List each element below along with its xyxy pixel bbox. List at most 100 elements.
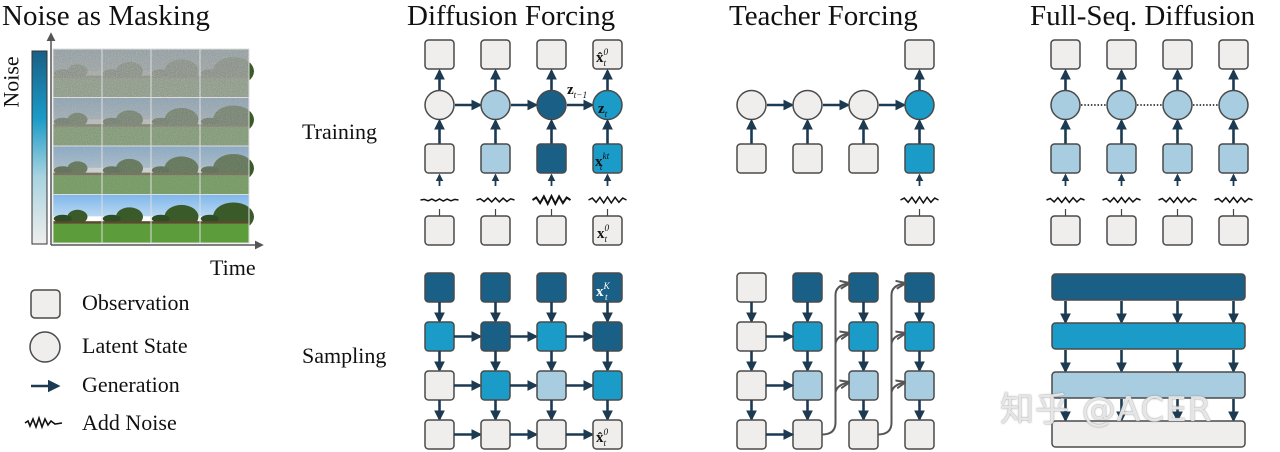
frame-thumbnail [150,97,201,147]
noisy-observation-box [1106,143,1137,174]
frame-noise-texture [102,49,151,98]
sampling-token-box [424,321,455,352]
clean-observation-box [1218,215,1249,246]
frame-thumbnail [101,194,152,244]
latent-state-circle [1106,89,1137,121]
observation-box [792,143,823,174]
clean-observation-box [904,215,935,246]
frame-noise-texture [102,97,151,146]
sampling-token-box [848,419,879,450]
legend-label-generation: Generation [82,372,180,397]
add-noise-zigzag-icon [900,195,939,205]
row-label-training: Training [302,119,377,144]
frame-thumbnail [199,97,254,147]
output-observation-box [1218,39,1249,70]
frame-thumbnail [101,97,152,147]
legend-label-latent-state: Latent State [82,333,188,358]
full-sequence-bar [1051,322,1246,350]
label-z-t-minus-1: zt−1 [567,82,587,101]
frame-grass [151,223,200,243]
sampling-token-box [736,321,767,352]
panel-title-full-seq-diffusion: Full-Seq. Diffusion [1030,0,1256,32]
latent-state-circle [904,89,935,121]
legend [24,289,63,430]
sampling-token-box [480,272,511,303]
latent-state-circle [736,89,767,121]
frame-thumbnail [52,194,103,244]
panel-title-diffusion-forcing: Diffusion Forcing [407,0,616,32]
sampling-token-box [792,272,823,303]
sampling-token-box [792,370,823,401]
frame-noise-texture [200,49,249,98]
autoregressive-feedback-arrow-icon [821,284,848,436]
add-noise-zigzag-icon [1158,196,1197,204]
sampling-token-box [480,419,511,450]
latent-state-circle [424,89,455,121]
sampling-token-box [424,370,455,401]
noisy-observation-box [480,143,511,174]
clean-observation-box [592,215,623,246]
noisy-observation-box [1218,143,1249,174]
sampling-token-box [904,321,935,352]
frame-thumbnail [150,48,201,98]
noisy-observation-box [536,143,567,174]
sampling-token-box [792,419,823,450]
latent-state-circle-icon [29,331,61,363]
frame-grass [53,223,102,243]
frame-thumbnail [101,145,152,195]
clean-observation-box [480,215,511,246]
sampling-token-box [480,370,511,401]
sampling-token-box [904,370,935,401]
frame-grass [102,223,151,243]
add-noise-zigzag-icon [476,196,515,203]
sampling-token-box [792,321,823,352]
frame-noise-texture [102,146,151,195]
add-noise-zigzag-icon [1046,196,1085,204]
watermark-text: 知乎 @ACER [1000,390,1213,430]
sampling-token-box [848,321,879,352]
clean-observation-box [1106,215,1137,246]
output-observation-box [1162,39,1193,70]
frame-noise-texture [53,146,102,195]
sampling-token-box [592,321,623,352]
sampling-token-box [592,419,623,450]
frame-grass [200,223,249,243]
output-observation-box [1106,39,1137,70]
frame-noise-texture [200,97,249,146]
row-label-sampling: Sampling [302,343,387,368]
frame-bush [102,214,121,223]
feedback-branch-arrow-icon [890,383,905,394]
frame-thumbnail [199,194,254,244]
output-observation-box [536,39,567,70]
latent-state-circle [1050,89,1081,121]
sampling-token-box [536,370,567,401]
sampling-token-box [736,370,767,401]
noisy-observation-box [424,143,455,174]
frame-noise-texture [53,49,102,98]
frame-border [199,194,250,244]
latent-state-circle [1218,89,1249,121]
noisy-observation-box [1162,143,1193,174]
sampling-token-box [424,272,455,303]
feedback-branch-arrow-icon [834,334,849,345]
frame-thumbnail [199,48,254,98]
add-noise-zigzag-icon [420,198,459,202]
add-noise-zigzag-icon [24,415,63,430]
full-seq-diffusion-diagram [1046,39,1253,448]
teacher-forcing-diagram [736,39,939,450]
sampling-token-box [592,370,623,401]
label-z-t: zt [598,101,608,120]
legend-label-add-noise: Add Noise [82,410,177,435]
sampling-token-box [424,419,455,450]
sampling-token-box [536,419,567,450]
latent-state-circle [848,89,879,121]
add-noise-zigzag-icon [1214,196,1253,204]
sampling-token-box [736,419,767,450]
frame-bush [151,214,170,223]
noise-level-bar [31,50,48,245]
observation-box [904,143,935,174]
